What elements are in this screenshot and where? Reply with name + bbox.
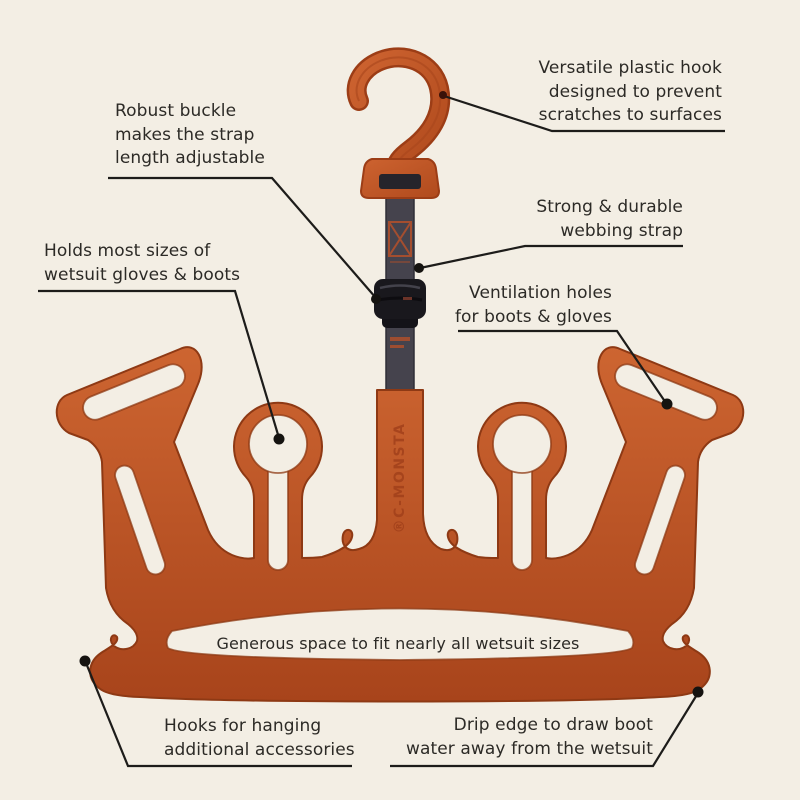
vent-slot-right-leg	[634, 464, 686, 576]
callout-buckle: Robust buckle makes the strap length adj…	[115, 100, 265, 171]
keyhole-vent-right	[492, 414, 552, 571]
dot-drip	[692, 686, 704, 698]
callout-hooks-line1: Hooks for hanging	[164, 716, 322, 736]
brand-embossed-text: ®C-MONSTA	[392, 423, 408, 534]
callout-hooks: Hooks for hanging additional accessories	[164, 715, 355, 762]
callout-vents-line2: for boots & gloves	[454, 306, 612, 327]
strap-buckle-graphic	[374, 279, 426, 328]
leader-line-gloves	[38, 289, 281, 439]
leader-dots	[79, 91, 704, 698]
vent-slot-left-leg	[114, 464, 166, 576]
leader-line-buckle	[108, 176, 377, 299]
callout-hook: Versatile plastic hook designed to preve…	[538, 57, 722, 128]
hook-graphic	[346, 47, 451, 199]
callout-space: Generous space to fit nearly all wetsuit…	[158, 632, 638, 656]
callout-hook-line1: Versatile plastic hook	[538, 58, 722, 78]
callout-strap-line2: webbing strap	[560, 220, 683, 241]
callout-drip-line2: water away from the wetsuit	[405, 738, 653, 759]
callout-hook-line3: scratches to surfaces	[538, 105, 722, 125]
callout-gloves: Holds most sizes of wetsuit gloves & boo…	[44, 240, 240, 287]
dot-hook	[439, 91, 447, 99]
vent-slot-left-top	[82, 363, 186, 421]
dot-gloves	[273, 433, 285, 445]
callout-drip-line1: Drip edge to draw boot	[453, 715, 653, 735]
callout-buckle-line2: makes the strap	[115, 124, 255, 145]
callout-strap: Strong & durable webbing strap	[536, 196, 683, 243]
strap-label	[390, 337, 410, 348]
dot-vents	[661, 398, 673, 410]
webbing-strap-graphic	[374, 177, 426, 395]
dot-hooks	[79, 655, 91, 667]
callout-hook-line2: designed to prevent	[548, 81, 722, 102]
vent-slot-right-top	[614, 363, 718, 421]
leader-line-hook	[443, 94, 725, 133]
leader-line-vents	[458, 329, 667, 404]
dot-buckle	[371, 294, 381, 304]
callout-buckle-line1: Robust buckle	[115, 101, 237, 121]
callout-space-line1: Generous space to fit nearly all wetsuit…	[216, 634, 580, 653]
leader-line-strap	[419, 244, 683, 270]
leader-line-hooks	[84, 662, 352, 768]
callout-buckle-line3: length adjustable	[115, 148, 265, 168]
callout-vents: Ventilation holes for boots & gloves	[455, 282, 612, 329]
strap-stitching	[388, 221, 412, 263]
leader-line-drip	[390, 692, 699, 768]
callout-strap-line1: Strong & durable	[536, 197, 683, 217]
leader-lines	[38, 94, 725, 768]
callout-gloves-line2: wetsuit gloves & boots	[44, 264, 241, 285]
callout-hooks-line2: additional accessories	[164, 739, 355, 760]
callout-drip: Drip edge to draw boot water away from t…	[406, 714, 653, 761]
dot-strap	[414, 263, 424, 273]
callout-vents-line1: Ventilation holes	[469, 283, 612, 303]
callout-gloves-line1: Holds most sizes of	[44, 241, 211, 261]
wetsuit-opening	[165, 607, 635, 661]
